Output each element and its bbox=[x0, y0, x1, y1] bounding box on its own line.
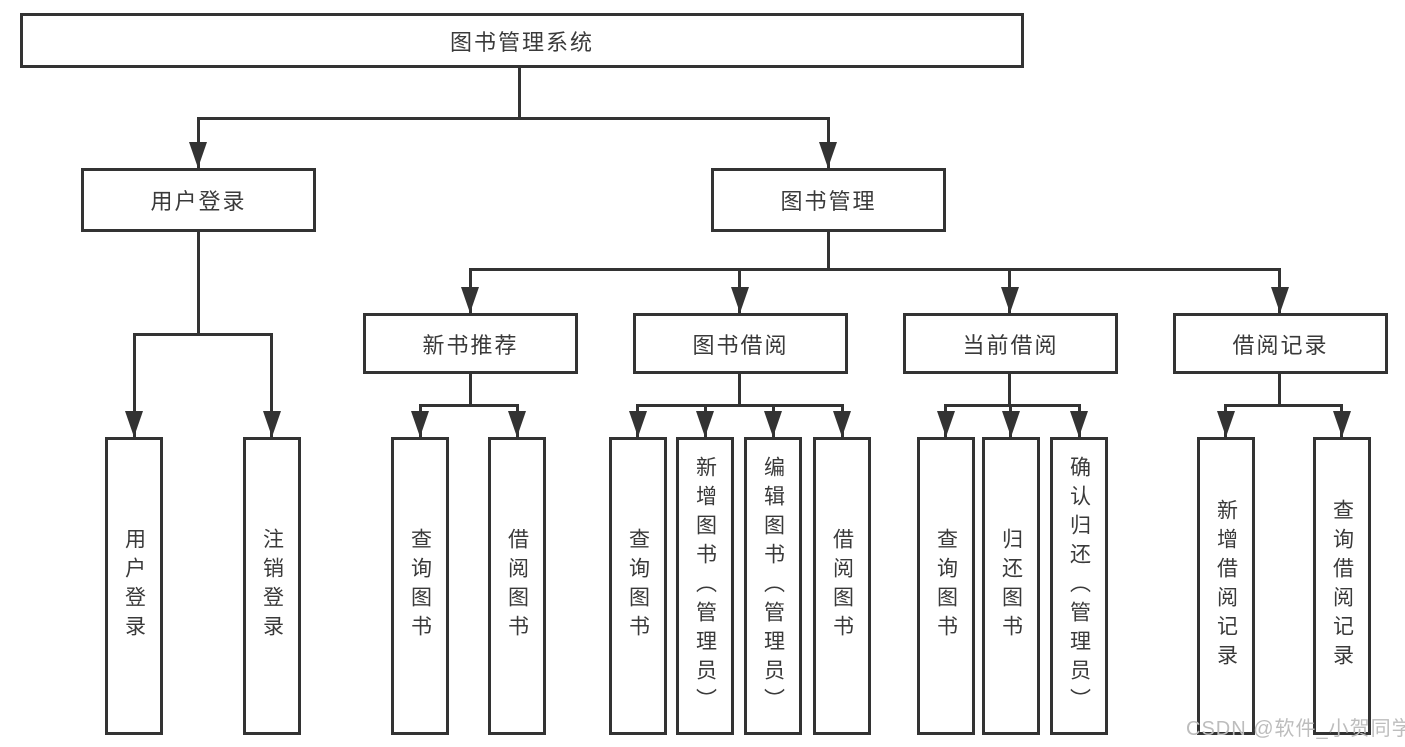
node-label: 归还图书 bbox=[999, 528, 1023, 644]
leaf-confirm-return-admin: 确认归还（管理员） bbox=[1050, 437, 1108, 735]
leaf-query-books-borrow: 查询图书 bbox=[609, 437, 667, 735]
connector-newbook-bar bbox=[419, 404, 518, 407]
leaf-query-books-recommend: 查询图书 bbox=[391, 437, 449, 735]
leaf-query-borrow-record: 查询借阅记录 bbox=[1313, 437, 1371, 735]
connector-stem bbox=[133, 333, 136, 437]
leaf-return-books: 归还图书 bbox=[982, 437, 1040, 735]
node-label: 新书推荐 bbox=[422, 332, 519, 358]
leaf-borrow-books-recommend: 借阅图书 bbox=[488, 437, 546, 735]
arrowhead-down-icon bbox=[1333, 411, 1351, 437]
node-library-management-system: 图书管理系统 bbox=[20, 13, 1024, 68]
leaf-add-book-admin: 新增图书（管理员） bbox=[676, 437, 734, 735]
connector-level1-bar bbox=[197, 117, 830, 120]
node-label: 新增图书（管理员） bbox=[693, 455, 717, 717]
node-label: 注销登录 bbox=[260, 528, 284, 644]
connector-userlogin-stub bbox=[197, 232, 200, 336]
arrowhead-down-icon bbox=[508, 411, 526, 437]
node-user-login: 用户登录 bbox=[81, 168, 316, 232]
leaf-borrow-books: 借阅图书 bbox=[813, 437, 871, 735]
connector-bookmgmt-stub bbox=[827, 232, 830, 271]
arrowhead-down-icon bbox=[1002, 411, 1020, 437]
arrowhead-down-icon bbox=[937, 411, 955, 437]
arrowhead-down-icon bbox=[1070, 411, 1088, 437]
arrowhead-down-icon bbox=[696, 411, 714, 437]
arrowhead-down-icon bbox=[1217, 411, 1235, 437]
node-label: 查询图书 bbox=[626, 528, 650, 644]
leaf-edit-book-admin: 编辑图书（管理员） bbox=[744, 437, 802, 735]
arrowhead-down-icon bbox=[731, 287, 749, 313]
arrowhead-down-icon bbox=[461, 287, 479, 313]
connector-newbook-stub bbox=[469, 374, 472, 407]
node-new-book-recommend: 新书推荐 bbox=[363, 313, 578, 374]
node-current-borrow: 当前借阅 bbox=[903, 313, 1118, 374]
leaf-query-books-current: 查询图书 bbox=[917, 437, 975, 735]
connector-records-bar bbox=[1224, 404, 1343, 407]
connector-current-stub bbox=[1008, 374, 1011, 407]
connector-level3-bar bbox=[469, 268, 1281, 271]
arrowhead-down-icon bbox=[125, 411, 143, 437]
node-label: 图书借阅 bbox=[692, 332, 789, 358]
node-book-borrow: 图书借阅 bbox=[633, 313, 848, 374]
arrowhead-down-icon bbox=[189, 142, 207, 168]
node-label: 查询图书 bbox=[408, 528, 432, 644]
node-label: 用户登录 bbox=[150, 189, 247, 214]
node-label: 图书管理 bbox=[780, 189, 877, 214]
node-label: 借阅图书 bbox=[505, 528, 529, 644]
arrowhead-down-icon bbox=[263, 411, 281, 437]
arrowhead-down-icon bbox=[629, 411, 647, 437]
node-label: 确认归还（管理员） bbox=[1067, 455, 1091, 717]
connector-root-stub bbox=[518, 68, 521, 118]
arrowhead-down-icon bbox=[1001, 287, 1019, 313]
leaf-add-borrow-record: 新增借阅记录 bbox=[1197, 437, 1255, 735]
connector-borrow-bar bbox=[636, 404, 844, 407]
connector-stem bbox=[270, 333, 273, 437]
node-label: 借阅图书 bbox=[830, 528, 854, 644]
arrowhead-down-icon bbox=[411, 411, 429, 437]
watermark: CSDN @软件_小贺同学 bbox=[1186, 718, 1405, 740]
node-label: 编辑图书（管理员） bbox=[761, 455, 785, 717]
leaf-logout: 注销登录 bbox=[243, 437, 301, 735]
connector-current-bar bbox=[944, 404, 1081, 407]
node-label: 查询借阅记录 bbox=[1330, 499, 1354, 673]
node-label: 用户登录 bbox=[122, 528, 146, 644]
node-book-management: 图书管理 bbox=[711, 168, 946, 232]
node-borrow-records: 借阅记录 bbox=[1173, 313, 1388, 374]
node-label: 图书管理系统 bbox=[449, 29, 594, 55]
leaf-user-login: 用户登录 bbox=[105, 437, 163, 735]
arrowhead-down-icon bbox=[1271, 287, 1289, 313]
node-label: 新增借阅记录 bbox=[1214, 499, 1238, 673]
node-label: 当前借阅 bbox=[962, 332, 1059, 358]
connector-userlogin-bar bbox=[133, 333, 273, 336]
node-label: 借阅记录 bbox=[1232, 332, 1329, 358]
arrowhead-down-icon bbox=[819, 142, 837, 168]
arrowhead-down-icon bbox=[764, 411, 782, 437]
node-label: 查询图书 bbox=[934, 528, 958, 644]
connector-records-stub bbox=[1278, 374, 1281, 407]
arrowhead-down-icon bbox=[833, 411, 851, 437]
connector-borrow-stub bbox=[738, 374, 741, 407]
